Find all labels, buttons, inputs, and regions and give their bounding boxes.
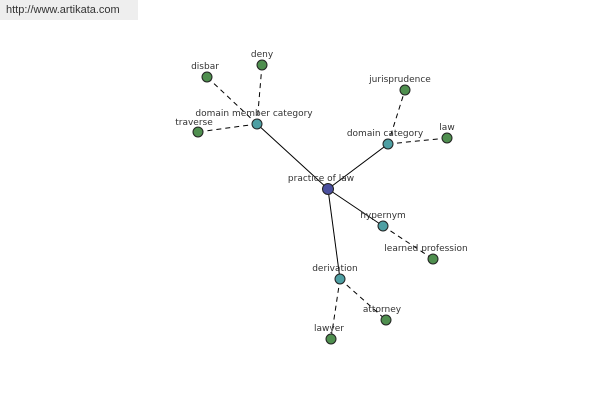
edge-practice-of-law-to-hypernym <box>327 188 384 227</box>
label-deny[interactable]: deny <box>251 50 274 60</box>
node-domain-member-category[interactable] <box>251 118 263 130</box>
graph-edges <box>197 64 448 340</box>
node-law[interactable] <box>441 132 453 144</box>
label-jurisprudence[interactable]: jurisprudence <box>368 75 431 85</box>
edge-domain-member-category-to-disbar <box>206 76 258 125</box>
label-practice-of-law[interactable]: practice of law <box>288 174 354 184</box>
edge-domain-member-category-to-traverse <box>197 123 258 133</box>
label-hypernym[interactable]: hypernym <box>360 211 406 221</box>
label-traverse[interactable]: traverse <box>175 118 213 128</box>
site-url-link[interactable]: http://www.artikata.com <box>6 4 120 16</box>
edge-practice-of-law-to-derivation <box>327 188 341 280</box>
node-hypernym[interactable] <box>377 220 389 232</box>
node-learned-profession[interactable] <box>427 253 439 265</box>
edge-domain-category-to-jurisprudence <box>387 89 406 145</box>
label-lawyer[interactable]: lawyer <box>314 324 344 334</box>
edge-domain-member-category-to-deny <box>256 64 263 125</box>
node-domain-category[interactable] <box>382 138 394 150</box>
edge-domain-category-to-law <box>387 137 448 145</box>
label-attorney[interactable]: attorney <box>363 305 402 315</box>
edge-derivation-to-attorney <box>339 278 387 321</box>
edge-practice-of-law-to-domain-category <box>327 143 389 190</box>
node-deny[interactable] <box>256 59 268 71</box>
node-traverse[interactable] <box>192 126 204 138</box>
graph-nodes <box>192 59 453 345</box>
label-learned-profession[interactable]: learned profession <box>384 244 467 254</box>
node-jurisprudence[interactable] <box>399 84 411 96</box>
url-bar: http://www.artikata.com <box>0 0 138 20</box>
label-law[interactable]: law <box>439 123 454 133</box>
label-domain-member-category[interactable]: domain member category <box>195 109 313 119</box>
graph-labels: practice of law domain member category dom… <box>175 50 467 334</box>
label-derivation[interactable]: derivation <box>312 264 358 274</box>
label-domain-category[interactable]: domain category <box>347 129 424 139</box>
node-attorney[interactable] <box>380 314 392 326</box>
node-lawyer[interactable] <box>325 333 337 345</box>
edge-practice-of-law-to-domain-member-category <box>256 123 329 190</box>
node-derivation[interactable] <box>334 273 346 285</box>
node-disbar[interactable] <box>201 71 213 83</box>
edge-derivation-to-lawyer <box>330 278 341 340</box>
label-disbar[interactable]: disbar <box>191 62 219 72</box>
edge-hypernym-to-learned-profession <box>382 225 434 260</box>
node-practice-of-law[interactable] <box>322 183 334 195</box>
